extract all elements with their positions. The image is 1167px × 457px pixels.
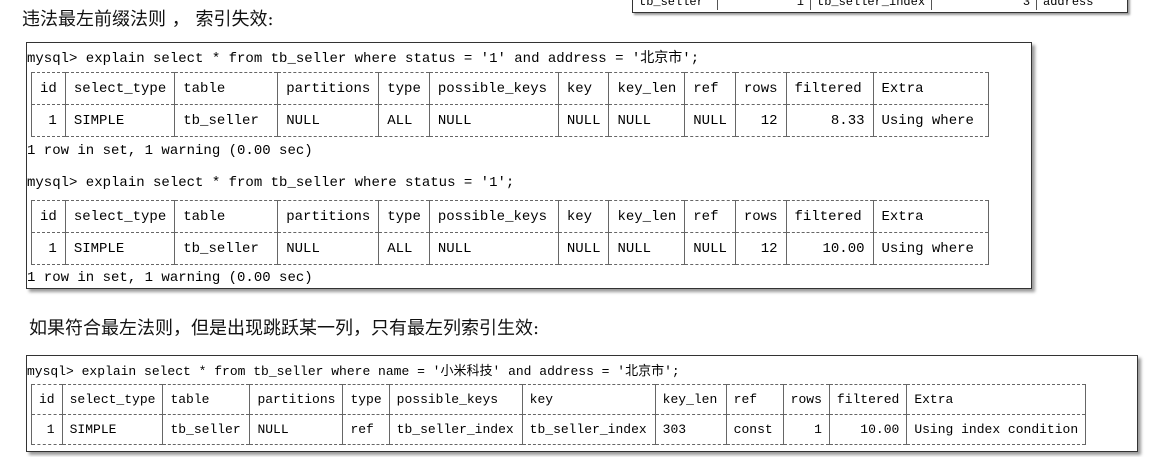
sql-query-3: mysql> explain select * from tb_seller w… xyxy=(27,364,680,379)
heading-skip-column-partial-index: 如果符合最左法则，但是出现跳跃某一列，只有最左列索引生效: xyxy=(29,318,540,339)
table-row: 1 SIMPLE tb_seller NULL ALL NULL NULL NU… xyxy=(31,104,989,137)
cell-filtered: 8.33 xyxy=(785,104,873,137)
cell-extra: Using where xyxy=(872,232,989,265)
cell-table: tb_seller xyxy=(174,232,278,265)
mysql-console-block-2: mysql> explain select * from tb_seller w… xyxy=(26,355,1138,452)
header-cell: table xyxy=(174,72,278,105)
header-cell: rows xyxy=(782,384,830,415)
header-cell: ref xyxy=(725,384,784,415)
cell-table: tb_seller xyxy=(162,414,250,445)
cell-key-len: NULL xyxy=(608,104,685,137)
header-cell: key xyxy=(521,384,656,415)
cell-table: tb_seller xyxy=(174,104,278,137)
header-cell: key xyxy=(557,200,609,233)
cell-rows: 12 xyxy=(734,104,786,137)
header-cell: filtered xyxy=(828,384,907,415)
cell: 3 xyxy=(931,0,1037,10)
row-count-info-1: 1 row in set, 1 warning (0.00 sec) xyxy=(27,143,313,159)
cell: address xyxy=(1036,0,1127,10)
cell-key-len: NULL xyxy=(608,232,685,265)
table-row: 1 SIMPLE tb_seller NULL ALL NULL NULL NU… xyxy=(31,232,989,265)
cell: tb_seller xyxy=(639,0,704,9)
header-cell: select_type xyxy=(64,200,175,233)
header-cell: partitions xyxy=(277,72,379,105)
header-cell: table xyxy=(174,200,278,233)
mysql-console-block-1: mysql> explain select * from tb_seller w… xyxy=(26,42,1032,289)
header-cell: type xyxy=(378,200,430,233)
header-cell: possible_keys xyxy=(388,384,523,415)
header-cell: filtered xyxy=(785,72,873,105)
cell-extra: Using where xyxy=(872,104,989,137)
header-cell: key_len xyxy=(608,72,685,105)
header-cell: type xyxy=(378,72,430,105)
cell: tb_seller_index xyxy=(809,0,932,10)
header-cell: possible_keys xyxy=(428,200,559,233)
cell-type: ref xyxy=(342,414,390,445)
header-cell: partitions xyxy=(249,384,343,415)
table-header-row: id select_type table partitions type pos… xyxy=(31,384,1087,415)
header-cell: Extra xyxy=(872,200,989,233)
header-cell: type xyxy=(342,384,390,415)
header-cell: filtered xyxy=(785,200,873,233)
table-row: 1 SIMPLE tb_seller NULL ref tb_seller_in… xyxy=(31,414,1087,445)
table-header-row: id select_type table partitions type pos… xyxy=(31,72,989,105)
header-cell: id xyxy=(31,72,66,105)
header-cell: table xyxy=(162,384,250,415)
cell-rows: 12 xyxy=(734,232,786,265)
cell-id: 1 xyxy=(31,104,66,137)
cell-id: 1 xyxy=(31,232,66,265)
header-cell: partitions xyxy=(277,200,379,233)
header-cell: ref xyxy=(684,200,736,233)
cell-possible-keys: NULL xyxy=(428,104,559,137)
cell-partitions: NULL xyxy=(277,104,379,137)
header-cell: rows xyxy=(734,200,786,233)
partial-result-table: tb_seller 1 tb_seller_index 3 address xyxy=(632,0,1128,13)
header-cell: possible_keys xyxy=(428,72,559,105)
table-header-row: id select_type table partitions type pos… xyxy=(31,200,989,233)
header-cell: key_len xyxy=(654,384,727,415)
cell-partitions: NULL xyxy=(249,414,343,445)
header-cell: Extra xyxy=(906,384,1087,415)
header-cell: key_len xyxy=(608,200,685,233)
cell: 1 xyxy=(717,0,811,10)
cell-select-type: SIMPLE xyxy=(61,414,163,445)
cell-ref: const xyxy=(725,414,784,445)
header-cell: ref xyxy=(684,72,736,105)
header-cell: id xyxy=(31,200,66,233)
explain-result-table-1: id select_type table partitions type pos… xyxy=(31,72,989,137)
cell-possible-keys: NULL xyxy=(428,232,559,265)
cell-filtered: 10.00 xyxy=(828,414,907,445)
cell-partitions: NULL xyxy=(277,232,379,265)
cell-key-len: 303 xyxy=(654,414,727,445)
cell-filtered: 10.00 xyxy=(785,232,873,265)
sql-query-2: mysql> explain select * from tb_seller w… xyxy=(27,175,515,191)
cell-ref: NULL xyxy=(684,104,736,137)
cell-select-type: SIMPLE xyxy=(64,232,175,265)
cell-possible-keys: tb_seller_index xyxy=(388,414,523,445)
cell-key: NULL xyxy=(557,104,609,137)
explain-result-table-3: id select_type table partitions type pos… xyxy=(31,384,1087,445)
cell-id: 1 xyxy=(31,414,63,445)
heading-leftmost-prefix-violation: 违法最左前缀法则 ， 索引失效: xyxy=(22,9,274,30)
header-cell: Extra xyxy=(872,72,989,105)
sql-query-1: mysql> explain select * from tb_seller w… xyxy=(27,51,700,67)
explain-result-table-2: id select_type table partitions type pos… xyxy=(31,200,989,265)
cell-key: tb_seller_index xyxy=(521,414,656,445)
header-cell: key xyxy=(557,72,609,105)
cell-rows: 1 xyxy=(782,414,830,445)
header-cell: id xyxy=(31,384,63,415)
cell-type: ALL xyxy=(378,104,430,137)
header-cell: rows xyxy=(734,72,786,105)
cell-extra: Using index condition xyxy=(906,414,1087,445)
header-cell: select_type xyxy=(61,384,163,415)
cell-type: ALL xyxy=(378,232,430,265)
cell-ref: NULL xyxy=(684,232,736,265)
row-count-info-2: 1 row in set, 1 warning (0.00 sec) xyxy=(27,270,313,286)
cell-select-type: SIMPLE xyxy=(64,104,175,137)
cell-key: NULL xyxy=(557,232,609,265)
header-cell: select_type xyxy=(64,72,175,105)
